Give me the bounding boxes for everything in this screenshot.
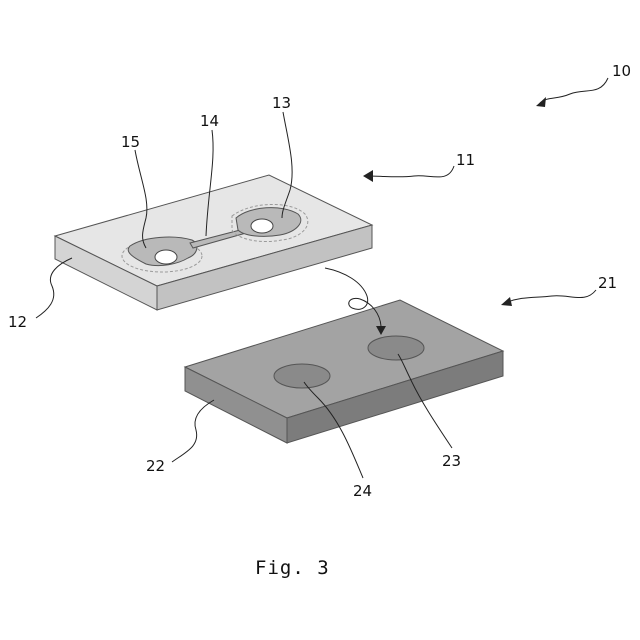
label-12: 12 [8, 313, 27, 331]
label-23: 23 [442, 452, 461, 470]
right-spot [368, 336, 424, 360]
lower-substrate [185, 300, 503, 443]
label-11: 11 [456, 151, 475, 169]
right-chamber-hole [251, 219, 273, 233]
label-14: 14 [200, 112, 219, 130]
label-10: 10 [612, 62, 631, 80]
leader-12 [36, 258, 72, 318]
label-24: 24 [353, 482, 372, 500]
figure-caption: Fig. 3 [255, 557, 330, 579]
left-spot [274, 364, 330, 388]
leader-22 [172, 400, 214, 462]
label-15: 15 [121, 133, 140, 151]
left-chamber-hole [155, 250, 177, 264]
leader-10 [536, 78, 608, 107]
leader-11 [363, 166, 454, 182]
label-22: 22 [146, 457, 165, 475]
leader-21 [501, 290, 596, 306]
label-21: 21 [598, 274, 617, 292]
label-13: 13 [272, 94, 291, 112]
